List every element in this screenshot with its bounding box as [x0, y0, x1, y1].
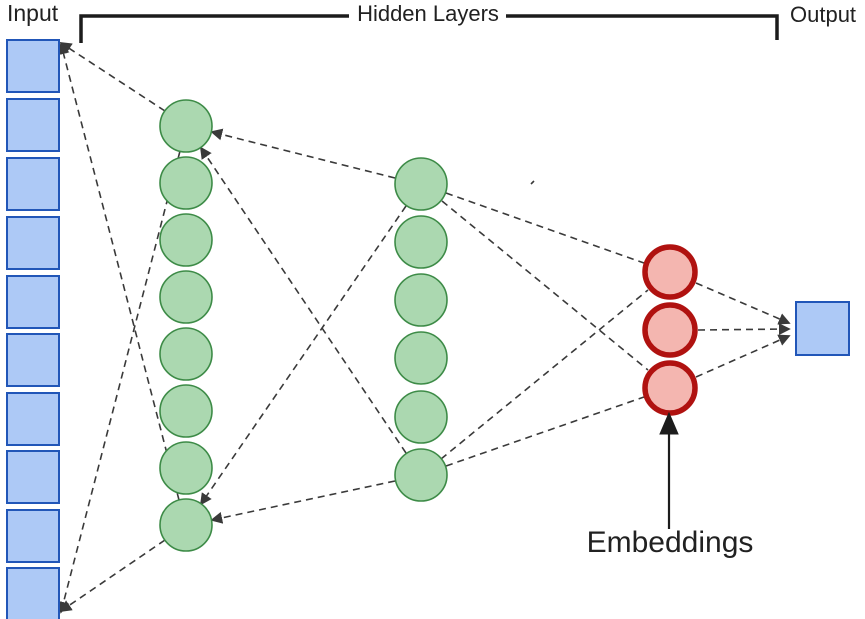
input-node — [6, 216, 60, 270]
connector-line — [445, 192, 645, 264]
input-node — [6, 275, 60, 329]
connector-line — [695, 282, 791, 325]
input-node — [6, 333, 60, 387]
connector-line — [57, 150, 181, 614]
hidden1-node — [159, 327, 213, 381]
input-label: Input — [7, 0, 59, 26]
stray-mark — [530, 180, 535, 185]
connector-line — [59, 539, 166, 613]
hidden1-node — [159, 441, 213, 495]
output-label: Output — [790, 2, 857, 27]
hidden1-node — [159, 213, 213, 267]
hidden2-node — [394, 448, 448, 502]
embeddings-arrow-head — [659, 411, 679, 435]
hidden1-node — [159, 270, 213, 324]
embeddings-label: Embeddings — [586, 526, 754, 559]
hidden1-node — [159, 384, 213, 438]
input-node — [6, 157, 60, 211]
connector-line — [59, 42, 166, 112]
hidden1-node — [159, 156, 213, 210]
embedding-node — [642, 244, 698, 300]
hidden-layers-label: Hidden Layers — [357, 1, 499, 26]
input-node — [6, 98, 60, 152]
hidden2-node — [394, 390, 448, 444]
input-node — [6, 567, 60, 619]
input-node — [6, 450, 60, 504]
hidden2-node — [394, 273, 448, 327]
bracket-right — [506, 14, 779, 40]
connector-line — [440, 289, 649, 460]
hidden1-node — [159, 99, 213, 153]
connector-line — [199, 146, 407, 454]
input-node — [6, 392, 60, 446]
embedding-node — [642, 302, 698, 358]
connector-line — [210, 480, 396, 524]
hidden2-node — [394, 157, 448, 211]
connector-line — [210, 128, 396, 179]
hidden2-node — [394, 215, 448, 269]
connector-line — [441, 200, 649, 371]
input-node — [6, 39, 60, 93]
connector-line — [697, 323, 791, 336]
embedding-node — [642, 360, 698, 416]
connector-line — [695, 334, 791, 378]
hidden1-node — [159, 498, 213, 552]
input-node — [6, 509, 60, 563]
hidden2-node — [394, 331, 448, 385]
bracket-left — [79, 14, 349, 43]
connector-line — [57, 42, 180, 501]
connector-line — [199, 205, 407, 506]
output-node — [795, 301, 850, 356]
connector-line — [445, 396, 645, 467]
